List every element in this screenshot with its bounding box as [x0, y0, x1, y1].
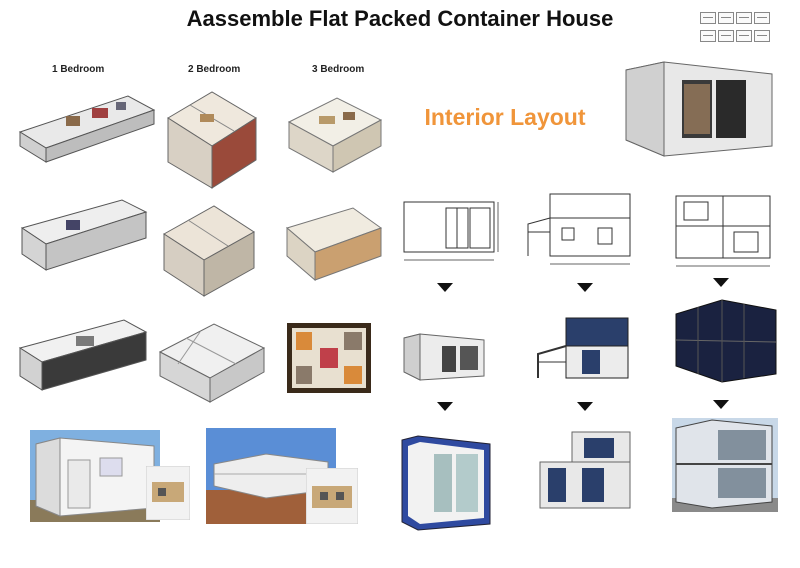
two-bedroom-cutaway-image [158, 196, 258, 302]
double-stack-elevation-drawing [668, 188, 778, 276]
floorplan-thumbnail-icon [754, 12, 770, 24]
three-bedroom-cutaway-image [283, 204, 383, 284]
floorplan-thumbnail-icon [718, 12, 734, 24]
down-arrow-icon [437, 283, 453, 292]
single-container-glass-photo [398, 432, 494, 534]
two-bedroom-furnished-image [156, 318, 268, 406]
double-stack-glass-render-image [672, 298, 778, 384]
down-arrow-icon [713, 278, 729, 287]
floorplan-thumbnail-icon [700, 12, 716, 24]
white-container-house-photo [30, 430, 160, 522]
three-bedroom-top-view-image [286, 322, 372, 394]
floorplan-thumbnail-icon [736, 30, 752, 42]
container-exterior-glass-door-image [624, 60, 774, 158]
single-container-render-image [402, 332, 486, 382]
page-title: Aassemble Flat Packed Container House [186, 6, 614, 31]
single-container-elevation-drawing [398, 192, 508, 272]
one-bedroom-isometric-image [16, 90, 156, 170]
column-label-2-bedroom: 2 Bedroom [188, 64, 241, 75]
floorplan-thumbnail-icon [736, 12, 752, 24]
floorplan-thumbnail-icon [754, 30, 770, 42]
one-bedroom-interior-inset [146, 466, 190, 520]
column-label-1-bedroom: 1 Bedroom [52, 64, 105, 75]
one-bedroom-furnished-image [16, 314, 150, 394]
two-bedroom-isometric-image [160, 84, 260, 192]
interior-layout-heading: Interior Layout [424, 104, 586, 130]
column-label-3-bedroom: 3 Bedroom [312, 64, 365, 75]
down-arrow-icon [577, 402, 593, 411]
double-stack-glass-photo [672, 418, 778, 512]
floorplan-thumbnail-icon [718, 30, 734, 42]
three-bedroom-isometric-image [283, 92, 383, 177]
one-bedroom-cutaway-image [18, 196, 148, 274]
two-storey-stair-render-image [536, 314, 630, 382]
two-bedroom-interior-inset [306, 468, 358, 524]
two-storey-stair-elevation-drawing [520, 184, 640, 276]
two-storey-glass-photo [534, 428, 634, 512]
floorplan-thumbnail-icon [700, 30, 716, 42]
down-arrow-icon [713, 400, 729, 409]
down-arrow-icon [437, 402, 453, 411]
down-arrow-icon [577, 283, 593, 292]
